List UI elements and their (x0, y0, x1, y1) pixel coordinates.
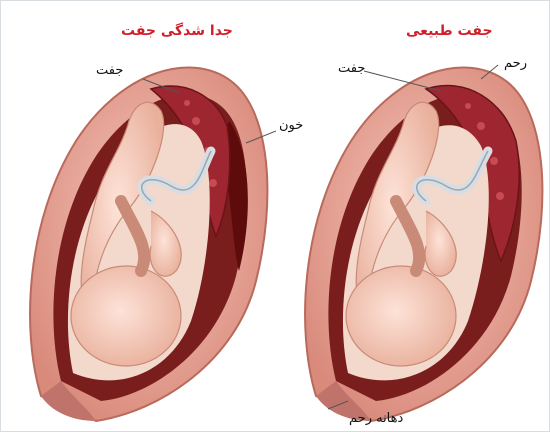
label-uterus: رحم (504, 56, 527, 71)
fetus-head (71, 266, 181, 366)
label-cervix: دهانه رحم (349, 411, 403, 426)
panel-normal-placenta: جفت طبیعی جفت رحم دهانه رحم (276, 1, 550, 432)
abruption-uterus-illustration (1, 1, 276, 432)
fetus-head (346, 266, 456, 366)
title-normal: جفت طبیعی (406, 23, 493, 39)
title-abruption: جدا شدگی جفت (121, 23, 233, 39)
label-placenta-right: جفت (338, 61, 365, 76)
panel-placental-abruption: جدا شدگی جفت جفت خون (1, 1, 276, 432)
label-placenta-left: جفت (96, 63, 123, 78)
